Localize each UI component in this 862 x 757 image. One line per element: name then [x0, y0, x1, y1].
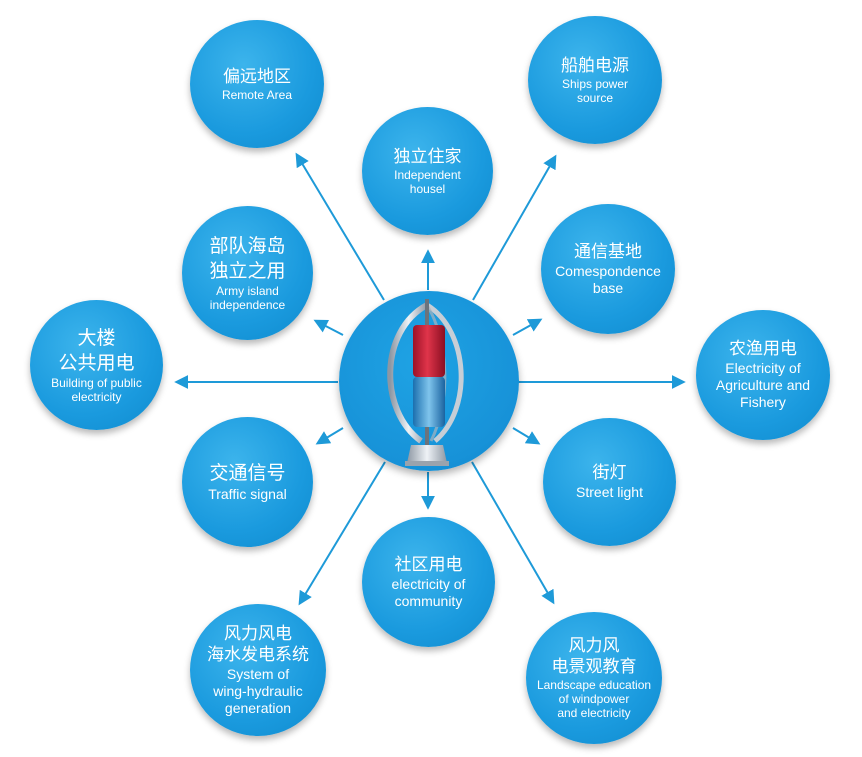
node-agriculture: 农渔用电 Electricity of Agriculture and Fish…: [696, 310, 830, 440]
node-wing-hydraulic: 风力风电 海水发电系统 System of wing-hydraulic gen…: [190, 604, 326, 736]
node-community-zh: 社区用电: [394, 554, 463, 575]
node-public-building-zh: 大楼 公共用电: [58, 327, 135, 374]
node-correspondence-zh: 通信基地: [574, 241, 642, 262]
node-community-en: electricity of community: [391, 575, 466, 609]
node-public-building-en: Building of public electricity: [51, 376, 142, 404]
center-hub: [339, 291, 519, 471]
arrow-to-street-light: [512, 427, 541, 445]
node-street-light-zh: 街灯: [592, 463, 627, 483]
node-traffic-signal-zh: 交通信号: [209, 462, 286, 484]
arrow-to-traffic-signal: [315, 427, 344, 445]
node-public-building: 大楼 公共用电 Building of public electricity: [30, 300, 163, 430]
node-landscape-edu-en: Landscape education of windpower and ele…: [536, 678, 652, 720]
node-traffic-signal: 交通信号 Traffic signal: [182, 417, 313, 547]
node-street-light-en: Street light: [576, 484, 643, 500]
node-remote-area: 偏远地区 Remote Area: [190, 20, 324, 148]
node-agriculture-en: Electricity of Agriculture and Fishery: [715, 360, 811, 410]
node-community: 社区用电 electricity of community: [362, 517, 495, 647]
node-traffic-signal-en: Traffic signal: [208, 486, 287, 502]
node-correspondence-en: Comespondence base: [555, 262, 661, 296]
node-landscape-edu-zh: 风力风 电景观教育: [551, 636, 637, 677]
arrow-to-army-island: [313, 319, 344, 336]
arrow-to-correspondence: [512, 318, 543, 336]
arrow-to-landscape-edu: [471, 461, 555, 605]
node-ships-power-en: Ships power source: [561, 76, 629, 105]
node-independent-house: 独立住家 Independent housel: [362, 107, 493, 235]
node-ships-power: 船舶电源 Ships power source: [528, 16, 662, 144]
node-remote-area-zh: 偏远地区: [223, 66, 291, 87]
node-correspondence: 通信基地 Comespondence base: [541, 204, 675, 334]
node-army-island-en: Army island independence: [209, 284, 286, 312]
node-wing-hydraulic-en: System of wing-hydraulic generation: [213, 665, 303, 716]
node-landscape-edu: 风力风 电景观教育 Landscape education of windpow…: [526, 612, 662, 744]
node-street-light: 街灯 Street light: [543, 418, 676, 546]
arrow-to-ships-power: [472, 154, 557, 301]
node-army-island: 部队海岛 独立之用 Army island independence: [182, 206, 313, 340]
vertical-axis-wind-turbine-icon: [387, 299, 464, 466]
arrow-to-remote-area: [295, 152, 385, 301]
node-remote-area-en: Remote Area: [221, 87, 293, 102]
node-independent-house-zh: 独立住家: [393, 146, 462, 167]
node-independent-house-en: Independent housel: [394, 167, 461, 196]
node-wing-hydraulic-zh: 风力风电 海水发电系统: [207, 623, 309, 665]
node-ships-power-zh: 船舶电源: [561, 55, 629, 76]
node-agriculture-zh: 农渔用电: [729, 339, 797, 359]
node-army-island-zh: 部队海岛 独立之用: [209, 235, 286, 282]
arrow-to-wing-hydraulic: [298, 461, 386, 606]
